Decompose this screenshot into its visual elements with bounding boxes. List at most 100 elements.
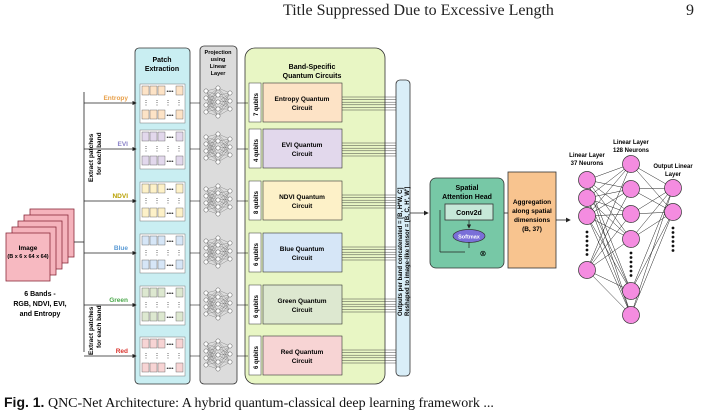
conv2d-label: Conv2d	[456, 210, 482, 217]
svg-text:••••: ••••	[166, 113, 173, 119]
mlp-neuron	[578, 261, 596, 279]
svg-text:••••: ••••	[166, 135, 173, 141]
layer3-label-1: Output Linear	[653, 164, 693, 170]
svg-text:⋮: ⋮	[143, 302, 150, 309]
mlp-ellipsis-dot	[629, 265, 633, 268]
mlp-edge	[630, 187, 674, 292]
layer1-label-2: 37 Neurons	[571, 161, 604, 167]
projection-network	[203, 131, 233, 165]
caption-figure-number: Fig. 1.	[4, 394, 45, 410]
mlp-ellipsis-dot	[585, 253, 589, 256]
qubit-count: 8 qubits	[254, 190, 260, 214]
mlp-edge	[586, 215, 632, 292]
mlp-edge	[586, 163, 632, 271]
svg-text:⋮: ⋮	[143, 353, 150, 360]
svg-text:••••: ••••	[166, 211, 173, 217]
svg-text:⋮: ⋮	[143, 250, 150, 257]
concat-bar	[395, 79, 411, 377]
mlp-neuron	[664, 179, 682, 197]
mlp-edge	[586, 213, 632, 271]
patch-title-1: Patch	[152, 57, 171, 64]
mlp-ellipsis-dot	[585, 244, 589, 247]
mlp-ellipsis-dot	[629, 260, 633, 264]
band-label: Red	[116, 348, 128, 355]
mlp-edge	[586, 197, 632, 240]
circuit-label-2: Circuit	[292, 151, 313, 158]
mlp-ellipsis-dot	[629, 269, 633, 273]
qubit-strip	[248, 284, 262, 325]
mlp-neuron	[578, 207, 596, 225]
mlp-ellipsis-dot	[585, 230, 589, 234]
circuit-label-2: Circuit	[292, 307, 313, 314]
mlp-neuron	[622, 230, 640, 248]
svg-text:⋮: ⋮	[176, 250, 183, 257]
quantum-circuit-box	[262, 335, 343, 376]
patch-grid: ••••⋮⋮⋮⋮••••	[139, 181, 186, 222]
mlp-neuron	[622, 282, 640, 300]
circuit-label-2: Circuit	[292, 255, 313, 262]
band-label: EVI	[118, 141, 129, 148]
mlp-edge	[586, 163, 632, 199]
bands-label-3: and Entropy	[20, 311, 61, 318]
bands-label-1: 6 Bands -	[24, 291, 56, 298]
mlp-ellipsis-dot	[671, 235, 675, 239]
input-image-shape: (B x 6 x 64 x 64)	[7, 254, 48, 260]
svg-text:⋮: ⋮	[143, 100, 150, 107]
mlp-neuron	[578, 189, 596, 207]
circuit-label-1: EVI Quantum	[282, 142, 323, 149]
mlp-ellipsis-dot	[629, 251, 633, 255]
svg-text:••••: ••••	[166, 239, 173, 245]
layer2-label-2: 128 Neurons	[613, 148, 650, 154]
aggregation-label-2: along spatial	[512, 208, 552, 215]
projection-network	[203, 287, 233, 321]
svg-text:⋮: ⋮	[176, 100, 183, 107]
aggregation-label-1: Aggregation	[513, 199, 551, 206]
projection-title-2: using	[211, 57, 226, 63]
mlp-neuron	[622, 155, 640, 173]
svg-text:⋮: ⋮	[165, 302, 172, 309]
mlp-edge	[586, 238, 632, 271]
projection-network	[203, 85, 233, 119]
svg-text:••••: ••••	[166, 315, 173, 321]
attention-title-2: Attention Head	[442, 194, 492, 201]
mlp-neuron	[622, 306, 640, 324]
concat-label-1: Outputs per band concatenated = [B, H*W,…	[398, 187, 404, 316]
mlp-ellipsis-dot	[671, 240, 675, 243]
multiply-icon: ⊗	[480, 249, 487, 258]
mlp-ellipsis-dot	[629, 256, 633, 259]
projection-network	[203, 235, 233, 269]
svg-text:⋮: ⋮	[154, 100, 161, 107]
mlp-ellipsis-dot	[585, 239, 589, 243]
svg-text:⋮: ⋮	[165, 146, 172, 153]
input-image-label: Image	[19, 245, 38, 252]
softmax-label: Softmax	[458, 235, 481, 241]
circuit-label-2: Circuit	[292, 105, 313, 112]
band-label: NDVI	[112, 193, 128, 200]
qubit-strip	[248, 335, 262, 376]
quantum-title-1: Band-Specific	[289, 64, 336, 71]
mlp-edge	[586, 179, 632, 215]
circuit-label-1: Entropy Quantum	[275, 96, 330, 103]
circuit-label-2: Circuit	[292, 203, 313, 210]
svg-text:••••: ••••	[166, 187, 173, 193]
page-number: 9	[686, 2, 694, 19]
figure-caption: Fig. 1. QNC-Net Architecture: A hybrid q…	[4, 394, 494, 412]
input-image-stack: Image (B x 6 x 64 x 64)	[5, 208, 75, 282]
qubit-strip	[248, 232, 262, 273]
mlp-edge	[630, 163, 674, 213]
svg-text:••••: ••••	[166, 291, 173, 297]
aggregation-label-3: dimensions	[514, 217, 551, 224]
svg-text:⋮: ⋮	[143, 198, 150, 205]
patch-grid: ••••⋮⋮⋮⋮••••	[139, 129, 186, 170]
svg-text:⋮: ⋮	[154, 353, 161, 360]
svg-text:⋮: ⋮	[165, 198, 172, 205]
qubit-count: 6 qubits	[254, 242, 260, 266]
mlp-network	[578, 155, 682, 324]
projection-network	[203, 183, 233, 217]
extract-label-top-1: Extract patches	[88, 133, 95, 182]
